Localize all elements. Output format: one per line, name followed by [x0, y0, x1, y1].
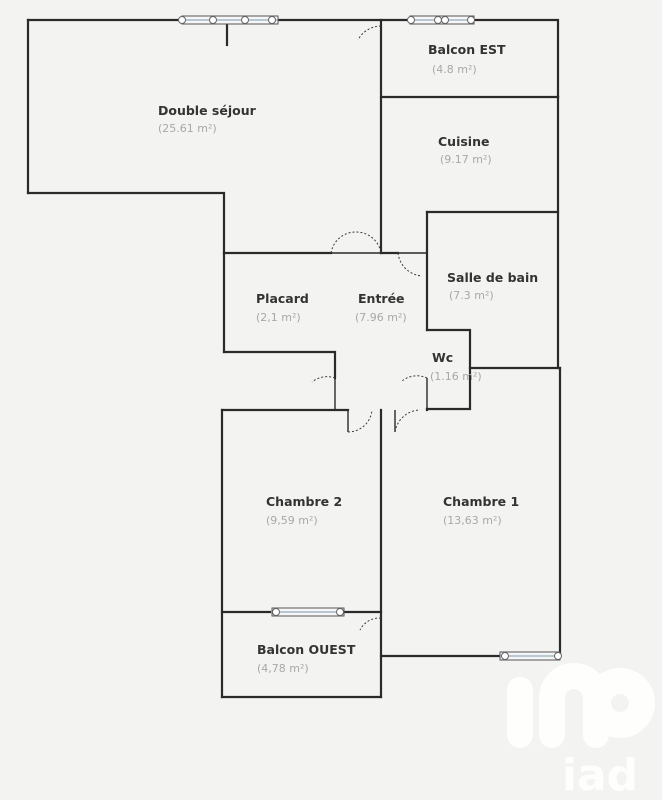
window-chambre-1 [499, 651, 562, 661]
room-name: Entrée [358, 291, 405, 306]
room-area: (9.17 m²) [440, 153, 492, 166]
room-chambre-2: Chambre 2 (9,59 m²) [266, 494, 342, 527]
room-name: Cuisine [438, 134, 489, 149]
room-area: (13,63 m²) [443, 514, 502, 527]
room-placard: Placard (2,1 m²) [256, 291, 309, 324]
room-name: Double séjour [158, 103, 257, 118]
doors [311, 25, 428, 640]
window-balcon-est [407, 15, 475, 25]
door-balcon-est [357, 25, 382, 52]
room-area: (2,1 m²) [256, 311, 301, 324]
room-area: (1.16 m²) [430, 370, 482, 383]
room-area: (4.8 m²) [432, 63, 477, 76]
room-salle-de-bain: Salle de bain (7.3 m²) [447, 270, 538, 302]
room-area: (25.61 m²) [158, 122, 217, 135]
room-name: Balcon EST [428, 42, 506, 57]
room-name: Chambre 2 [266, 494, 342, 509]
room-cuisine: Cuisine (9.17 m²) [438, 134, 492, 166]
room-chambre-1: Chambre 1 (13,63 m²) [443, 494, 519, 527]
iad-logo-icon [507, 663, 655, 748]
room-double-sejour: Double séjour (25.61 m²) [158, 103, 257, 135]
room-area: (4,78 m²) [257, 662, 309, 675]
room-area: (7.96 m²) [355, 311, 407, 324]
iad-watermark: iad [507, 663, 655, 800]
door-balcon-ouest [359, 612, 382, 640]
door-wc [401, 375, 428, 409]
walls [26, 18, 562, 699]
window-sejour [178, 15, 279, 25]
room-name: Balcon OUEST [257, 642, 356, 657]
room-balcon-ouest: Balcon OUEST (4,78 m²) [257, 642, 356, 675]
room-balcon-est: Balcon EST (4.8 m²) [428, 42, 506, 76]
windows [178, 15, 562, 661]
window-chambre-2 [271, 607, 345, 617]
door-cuisine [397, 252, 427, 277]
room-wc: Wc (1.16 m²) [430, 350, 482, 383]
room-labels: Double séjour (25.61 m²) Balcon EST (4.8… [158, 42, 538, 675]
door-chambre-1 [394, 409, 421, 433]
door-sejour [330, 231, 382, 254]
iad-text: iad [562, 750, 638, 800]
room-name: Chambre 1 [443, 494, 519, 509]
room-area: (7.3 m²) [449, 289, 494, 302]
room-entree: Entrée (7.96 m²) [355, 291, 407, 324]
door-placard [311, 376, 336, 410]
room-name: Wc [432, 350, 453, 365]
door-chambre-2 [347, 409, 373, 433]
room-name: Salle de bain [447, 270, 538, 285]
room-name: Placard [256, 291, 309, 306]
room-area: (9,59 m²) [266, 514, 318, 527]
